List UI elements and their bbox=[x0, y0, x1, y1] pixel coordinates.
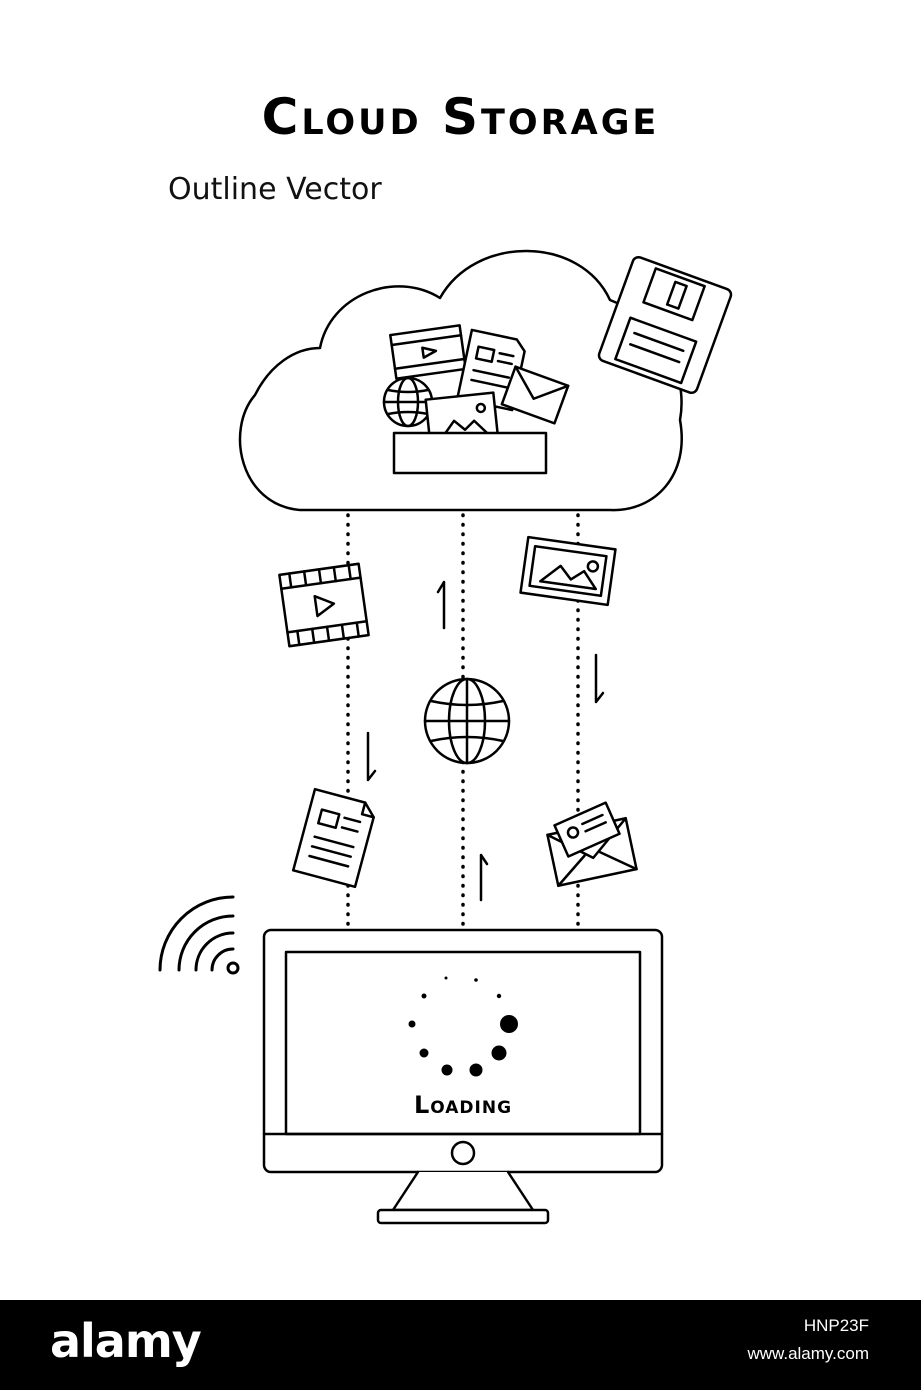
loading-label: Loading bbox=[414, 1091, 512, 1119]
floppy-disk-icon bbox=[597, 255, 733, 395]
email-at-icon bbox=[546, 801, 638, 887]
globe-icon bbox=[423, 677, 511, 765]
illustration: Loading bbox=[158, 249, 733, 1225]
brand-logo: alamy bbox=[50, 1314, 202, 1368]
page-subtitle: Outline Vector bbox=[168, 172, 382, 207]
arrow-down-icon bbox=[594, 653, 605, 704]
image-icon bbox=[519, 535, 617, 607]
film-icon bbox=[278, 562, 370, 648]
arrow-up-icon bbox=[479, 853, 489, 902]
monitor-icon bbox=[262, 928, 664, 1225]
transfer-arrows bbox=[366, 580, 605, 902]
power-button bbox=[450, 1140, 476, 1166]
wifi-icon bbox=[158, 895, 240, 975]
arrow-down-icon bbox=[366, 731, 377, 782]
site-url: www.alamy.com bbox=[747, 1344, 869, 1363]
arrow-up-icon bbox=[436, 580, 446, 630]
document-icon bbox=[291, 787, 375, 889]
image-id: HNP23F bbox=[803, 1316, 869, 1335]
loading-spinner-icon bbox=[408, 976, 518, 1077]
file-box-icon bbox=[382, 324, 570, 475]
footer-bar: alamy HNP23F www.alamy.com bbox=[0, 1300, 921, 1390]
page-title: Cloud Storage bbox=[261, 88, 660, 146]
